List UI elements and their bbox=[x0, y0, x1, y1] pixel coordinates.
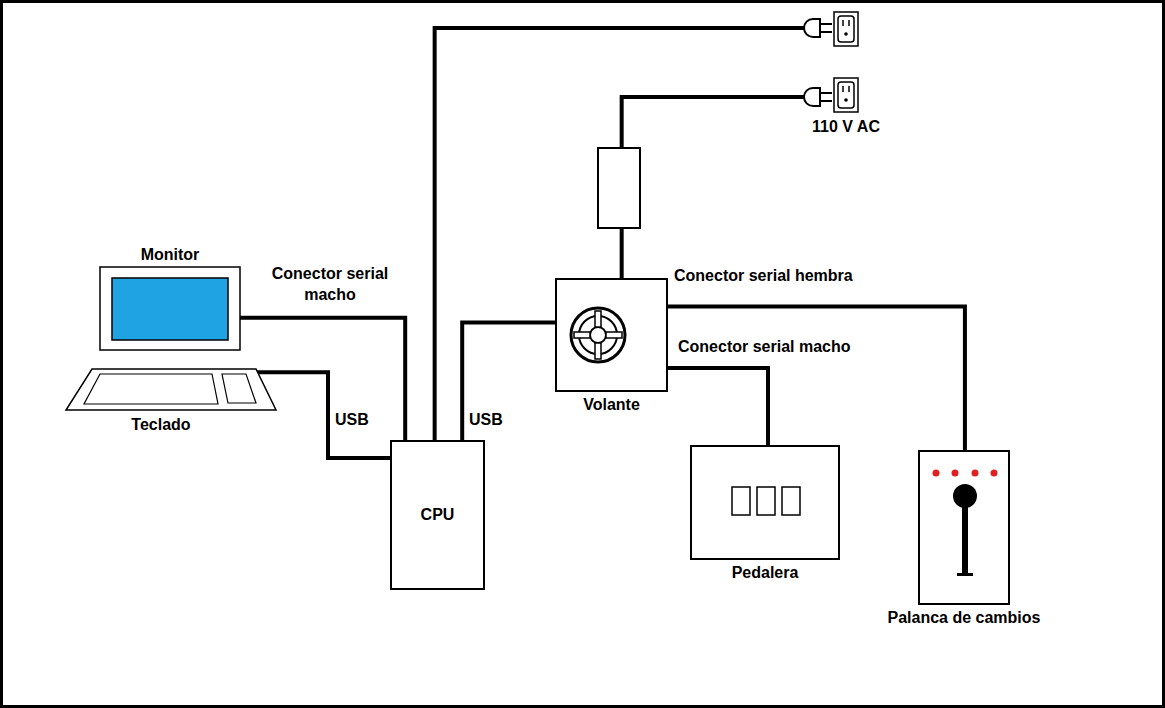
cable bbox=[668, 307, 965, 451]
wall-outlet bbox=[834, 78, 858, 112]
wheel-spoke bbox=[574, 332, 590, 338]
monitor-icon bbox=[100, 267, 240, 350]
pedals-box: Pedalera bbox=[690, 445, 840, 560]
shifter-base bbox=[957, 573, 973, 576]
shifter-icon bbox=[933, 470, 998, 577]
gear-dot bbox=[933, 470, 940, 477]
connector-label: Conector serial hembra bbox=[672, 266, 855, 287]
pedal-icons bbox=[732, 487, 800, 515]
cpu-box: CPU bbox=[390, 440, 485, 590]
outlet-slot bbox=[842, 20, 844, 26]
node-label: 110 V AC bbox=[812, 118, 880, 136]
outlet-ground bbox=[844, 98, 848, 102]
wall-outlet bbox=[834, 12, 858, 46]
connector-label: USB bbox=[333, 410, 371, 431]
pedal bbox=[732, 487, 750, 515]
node-label: Teclado bbox=[131, 416, 190, 434]
node-label: Palanca de cambios bbox=[888, 609, 1041, 627]
cable bbox=[256, 372, 390, 458]
shifter-box: Palanca de cambios bbox=[918, 450, 1010, 605]
wall-outlets: 110 V AC bbox=[832, 12, 860, 112]
gear-dot bbox=[991, 470, 998, 477]
keyboard-icon bbox=[66, 369, 276, 410]
monitor: Monitor bbox=[100, 267, 240, 350]
plug-body bbox=[804, 88, 820, 106]
node-label: Monitor bbox=[141, 246, 200, 264]
wheel-spoke bbox=[595, 311, 601, 327]
gear-dot bbox=[952, 470, 959, 477]
cable bbox=[622, 97, 818, 278]
outlet-plate bbox=[834, 78, 858, 112]
pedal bbox=[757, 487, 775, 515]
outlet-slot bbox=[848, 86, 850, 92]
cable bbox=[435, 28, 818, 440]
cable bbox=[668, 368, 768, 445]
power-adapter bbox=[598, 148, 640, 228]
power-plug bbox=[804, 88, 832, 106]
keyboard-keys bbox=[84, 374, 218, 404]
connector-label: USB bbox=[467, 410, 505, 431]
outlet-plate bbox=[834, 12, 858, 46]
shifter-knob bbox=[953, 484, 977, 508]
wheel-hub bbox=[590, 327, 606, 343]
keyboard: Teclado bbox=[66, 368, 256, 410]
gear-dot bbox=[972, 470, 979, 477]
outlet-slot bbox=[842, 86, 844, 92]
cable bbox=[462, 322, 555, 440]
keyboard-body bbox=[66, 369, 276, 410]
plug-body bbox=[804, 19, 820, 37]
monitor-frame bbox=[100, 267, 240, 350]
outlet-slot bbox=[848, 20, 850, 26]
wheel-icon bbox=[571, 308, 625, 362]
outlet-face bbox=[838, 16, 854, 42]
connector-label: Conector serial macho bbox=[262, 264, 398, 306]
power-plug bbox=[804, 19, 832, 37]
node-label: Volante bbox=[583, 396, 640, 414]
wheel-spoke bbox=[606, 332, 622, 338]
connector-label: Conector serial macho bbox=[676, 337, 853, 358]
cable bbox=[240, 318, 405, 440]
connector-layer bbox=[240, 28, 965, 458]
pedal bbox=[782, 487, 800, 515]
keyboard-pad bbox=[222, 374, 256, 403]
node-label: Pedalera bbox=[732, 564, 799, 582]
wheel-rim bbox=[571, 308, 625, 362]
node-label: CPU bbox=[421, 506, 455, 524]
monitor-screen bbox=[112, 278, 228, 340]
outlet-face bbox=[838, 82, 854, 108]
outlet-ground bbox=[844, 32, 848, 36]
wheel-box: Volante bbox=[555, 278, 668, 392]
wheel-spoke bbox=[595, 343, 601, 359]
